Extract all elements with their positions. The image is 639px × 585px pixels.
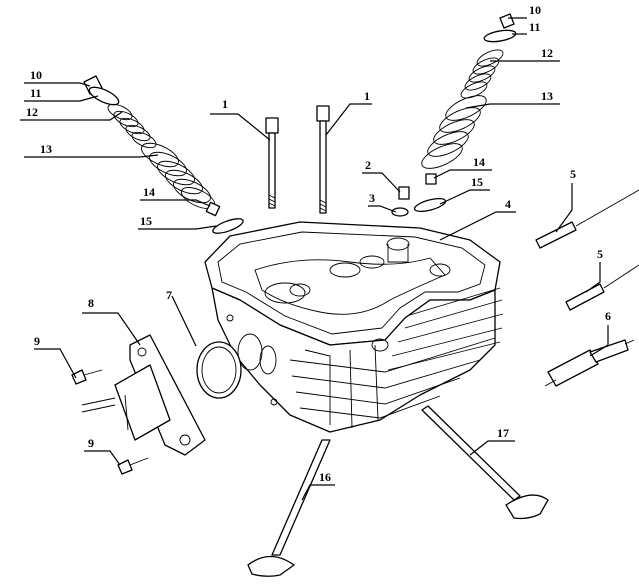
left-inner-spring [107, 103, 157, 149]
callout-14b: 14 [473, 155, 485, 169]
callout-13a: 13 [40, 142, 52, 156]
callout-14a: 14 [143, 185, 155, 199]
callout-5a: 5 [570, 167, 576, 181]
left-outer-spring [141, 142, 216, 209]
intake-valve [247, 439, 331, 577]
callout-4: 4 [505, 197, 511, 211]
callout-11b: 11 [529, 20, 540, 34]
left-valve-spring-assembly [83, 75, 244, 234]
callout-1b: 1 [364, 89, 370, 103]
callout-11a: 11 [30, 86, 41, 100]
callout-6: 6 [605, 309, 611, 323]
intake-pipe [81, 334, 206, 456]
callout-5b: 5 [597, 247, 603, 261]
screw-lower [117, 457, 149, 475]
screw-upper [71, 369, 103, 385]
exhaust-valve [421, 405, 549, 520]
callout-10b: 10 [529, 3, 541, 17]
callout-16: 16 [319, 470, 331, 484]
callout-8: 8 [88, 296, 94, 310]
callout-12a: 12 [26, 105, 38, 119]
callout-9b: 9 [88, 436, 94, 450]
callout-labels: 1 1 2 3 4 5 5 6 7 8 9 9 10 10 11 11 12 1… [26, 3, 611, 484]
right-valve-spring-assembly [391, 13, 517, 217]
callout-15a: 15 [140, 214, 152, 228]
callout-13b: 13 [541, 89, 553, 103]
callout-12b: 12 [541, 46, 553, 60]
leader-lines [20, 17, 609, 501]
cylinder-head [204, 221, 504, 433]
o-ring [196, 341, 242, 399]
right-inner-spring [460, 49, 504, 99]
stud-lower [565, 264, 639, 311]
callout-1a: 1 [222, 97, 228, 111]
stud-upper [535, 189, 639, 249]
callout-7: 7 [166, 288, 172, 302]
callout-2: 2 [365, 158, 371, 172]
head-bolt-left [265, 117, 279, 209]
callout-17: 17 [497, 426, 509, 440]
right-outer-spring [421, 95, 487, 169]
callout-3: 3 [369, 191, 375, 205]
head-bolt-right [316, 105, 330, 214]
callout-9a: 9 [34, 334, 40, 348]
spark-plug [544, 339, 635, 387]
callout-15b: 15 [471, 175, 483, 189]
callout-10a: 10 [30, 68, 42, 82]
